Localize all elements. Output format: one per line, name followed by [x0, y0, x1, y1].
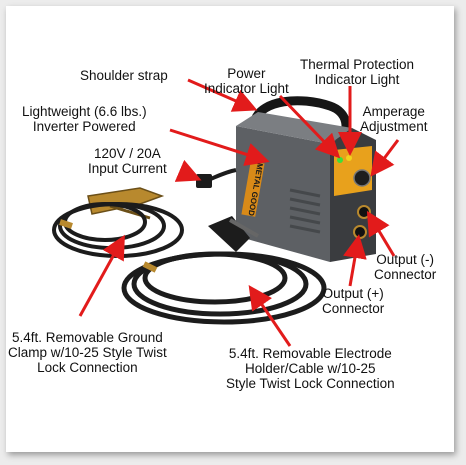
electrode-twist-lock-plug: [142, 261, 158, 273]
label-amperage-line2: Adjustment: [360, 119, 428, 134]
thermal-indicator-light: [346, 155, 352, 161]
arrow-power-light: [278, 94, 341, 159]
arrow-electrode-holder: [248, 285, 292, 347]
electrode-holder: [208, 216, 250, 252]
label-input: 120V / 20A Input Current: [88, 146, 167, 176]
label-amperage-line1: Amperage: [362, 104, 425, 119]
power-indicator-light: [337, 157, 343, 163]
label-ground-clamp: 5.4ft. Removable Ground Clamp w/10-25 St…: [8, 330, 167, 375]
label-weight-line2: Inverter Powered: [32, 119, 136, 134]
output-negative-connector: [357, 205, 371, 219]
arrow-amperage: [370, 139, 400, 177]
arrow-shoulder-strap: [187, 78, 258, 112]
arrow-output-positive: [343, 234, 367, 287]
label-input-line1: 120V / 20A: [93, 146, 161, 161]
label-thermal-light-line2: Indicator Light: [314, 72, 400, 87]
arrow-output-negative: [366, 210, 396, 257]
amperage-knob: [353, 169, 371, 187]
label-electrode-holder: 5.4ft. Removable Electrode Holder/Cable …: [226, 346, 395, 391]
label-power-light: Power Indicator Light: [204, 66, 289, 96]
label-output-negative-line1: Output (-): [376, 252, 435, 267]
arrow-ground-clamp: [78, 234, 125, 317]
input-power-cord: [207, 168, 237, 182]
label-output-positive-line1: Output (+): [322, 286, 384, 301]
input-plug: [196, 174, 212, 188]
label-thermal-light: Thermal Protection Indicator Light: [300, 57, 414, 87]
label-output-negative: Output (-) Connector: [374, 252, 436, 282]
label-shoulder-strap: Shoulder strap: [80, 68, 168, 83]
callout-arrows: [78, 78, 400, 347]
label-output-positive-line2: Connector: [322, 301, 385, 316]
ground-clamp: [87, 187, 165, 215]
label-output-negative-line2: Connector: [374, 267, 437, 282]
label-power-light-line1: Power: [227, 66, 266, 81]
label-electrode-holder-line2: Holder/Cable w/10-25: [245, 361, 376, 376]
label-weight: Lightweight (6.6 lbs.) Inverter Powered: [22, 104, 147, 134]
label-electrode-holder-line3: Style Twist Lock Connection: [226, 376, 395, 391]
label-ground-clamp-line1: 5.4ft. Removable Ground: [11, 330, 163, 345]
label-output-positive: Output (+) Connector: [322, 286, 384, 316]
label-ground-clamp-line3: Lock Connection: [37, 360, 138, 375]
electrode-holder-assembly: [121, 216, 327, 325]
output-positive-connector: [353, 225, 367, 239]
label-amperage: Amperage Adjustment: [360, 104, 428, 134]
label-weight-line1: Lightweight (6.6 lbs.): [22, 104, 147, 119]
label-input-line2: Input Current: [88, 161, 167, 176]
label-thermal-light-line1: Thermal Protection: [300, 57, 415, 72]
arrow-input: [174, 159, 202, 182]
label-power-light-line2: Indicator Light: [204, 81, 289, 96]
arrow-weight: [169, 128, 270, 166]
welder-unit: METAL GOOD: [236, 96, 376, 262]
ground-twist-lock-plug: [59, 219, 73, 229]
label-ground-clamp-line2: Clamp w/10-25 Style Twist: [8, 345, 167, 360]
brand-plate: [241, 161, 265, 217]
label-electrode-holder-line1: 5.4ft. Removable Electrode: [228, 346, 392, 361]
